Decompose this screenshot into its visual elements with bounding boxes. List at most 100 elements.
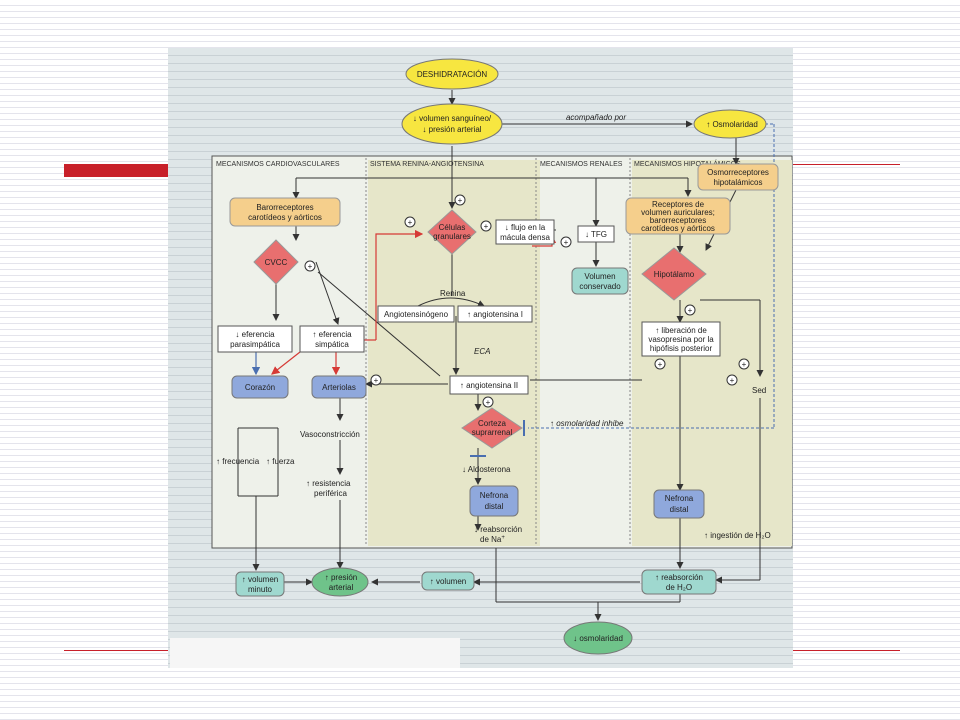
barorreceptores-line-2: carotídeos y aórticos: [248, 213, 322, 222]
cvcc-label: CVCC: [265, 258, 288, 267]
volumen-sanguineo-text-2: ↓ presión arterial: [422, 125, 481, 134]
angiotensina-2-box: [449, 375, 529, 395]
plus-sign: +: [742, 360, 747, 369]
resistencia-line-1: ↑ resistencia: [306, 479, 351, 488]
osmorreceptores-line-2: hipotalámicos: [714, 178, 763, 187]
cvcc-diamond: [253, 239, 299, 285]
photo-white-patch: [170, 638, 460, 668]
eferencia-para-line-1: ↓ eferencia: [235, 330, 275, 339]
presion-arterial-oval: [311, 567, 369, 597]
angiotensina-2-text: ↑ angiotensina II: [460, 381, 518, 390]
section-raa: SISTEMA RENINA-ANGIOTENSINA: [370, 161, 484, 168]
volumen-minuto-line-1: ↑ volumen: [242, 575, 278, 584]
fuerza-text: ↑ fuerza: [266, 457, 295, 466]
angiotensinogeno-box: [377, 305, 455, 323]
nefrona-1-line-2: distal: [485, 502, 504, 511]
diagram-photo: MECANISMOS CARDIOVASCULARES SISTEMA RENI…: [168, 48, 793, 668]
volumen-text: ↑ volumen: [430, 577, 466, 586]
reabsorcion-h2o-box: [641, 569, 717, 595]
presion-arterial-line-1: ↑ presión: [325, 573, 357, 582]
reabsorcion-na-line-2: de Na+: [480, 535, 505, 544]
receptores-line-2: volumen auriculares;: [641, 208, 715, 217]
liberacion-line-1: ↑ liberación de: [655, 326, 707, 335]
plus-sign: +: [484, 222, 489, 231]
section-renal: MECANISMOS RENALES: [540, 161, 623, 168]
eferencia-simp-line-1: ↑ eferencia: [312, 330, 352, 339]
plus-sign: +: [408, 218, 413, 227]
acompanado-label: acompañado por: [566, 113, 626, 122]
ingestion-text: ↑ ingestión de H₂O: [704, 531, 771, 540]
angiotensinogeno-label: Angiotensinógeno: [384, 310, 449, 319]
eferencia-para-line-2: parasimpática: [230, 340, 280, 349]
flujo-line-1: ↓ flujo en la: [505, 223, 546, 232]
osmolaridad-inhibe-text: ↑ osmolaridad inhibe: [550, 419, 624, 428]
accent-line-bottom-right: [792, 650, 900, 651]
plus-sign: +: [458, 196, 463, 205]
volumen-minuto-box: [235, 571, 285, 597]
reabsorcion-h2o-line-1: ↑ reabsorción: [655, 573, 703, 582]
receptores-line-3: barorreceptores: [650, 216, 706, 225]
eferencia-simp-line-2: simpática: [315, 340, 349, 349]
plus-sign: +: [486, 398, 491, 407]
flowchart: MECANISMOS CARDIOVASCULARES SISTEMA RENI…: [211, 58, 793, 655]
plus-sign: +: [730, 376, 735, 385]
angiotensina-1-text: ↑ angiotensina I: [467, 310, 523, 319]
volumen-sanguineo-node: [401, 103, 503, 145]
renina-label: Renina: [440, 289, 466, 298]
volumen-box: [421, 571, 475, 591]
plus-sign: +: [658, 360, 663, 369]
hipotalamo-label: Hipotálamo: [654, 270, 695, 279]
resistencia-line-2: periférica: [314, 489, 347, 498]
plus-sign: +: [688, 306, 693, 315]
arteriolas-box: [311, 375, 367, 399]
nefrona-2-line-1: Nefrona: [665, 494, 694, 503]
osmorreceptores-line-1: Osmorreceptores: [707, 168, 769, 177]
nefrona-distal-1-box: [469, 485, 519, 517]
receptores-line-4: carotídeos y aórticos: [641, 224, 715, 233]
deshidratacion-label: DESHIDRATACIÓN: [417, 70, 488, 79]
hipotalamo-diamond: [641, 247, 707, 301]
osmolaridad-up-node: [693, 109, 767, 139]
celulas-granulares-diamond: [427, 209, 477, 255]
plus-signs: + + + + + + + + + + +: [304, 194, 750, 408]
liberacion-vasopresina-box: [641, 321, 721, 357]
liberacion-line-2: vasopresina por la: [648, 335, 714, 344]
frecuencia-text: ↑ frecuencia: [216, 457, 260, 466]
corteza-line-1: Corteza: [478, 419, 507, 428]
flujo-line-2: mácula densa: [500, 233, 550, 242]
corteza-line-2: suprarrenal: [472, 428, 513, 437]
osmolaridad-down-text: ↓ osmolaridad: [573, 634, 623, 643]
corazon-label: Corazón: [245, 383, 275, 392]
accent-line-top-right: [792, 164, 900, 165]
sed-label: Sed: [752, 386, 766, 395]
eferencia-parasimpatica-box: [217, 325, 293, 353]
celulas-line-2: granulares: [433, 232, 471, 241]
volumen-minuto-line-2: minuto: [248, 585, 273, 594]
volumen-conservado-box: [571, 267, 629, 295]
receptores-line-1: Receptores de: [652, 200, 705, 209]
osmolaridad-down-oval: [563, 621, 633, 655]
deshidratacion-node: [405, 58, 499, 90]
presion-arterial-line-2: arterial: [329, 583, 354, 592]
reabsorcion-na-line-1: ↓ reabsorción: [474, 525, 522, 534]
section-hypo: MECANISMOS HIPOTALÁMICOS: [634, 159, 741, 168]
volumen-sanguineo-text-1: ↓ volumen sanguíneo/: [413, 114, 492, 123]
vasoconstriccion-label: Vasoconstricción: [300, 430, 360, 439]
flujo-macula-box: [495, 219, 555, 245]
accent-line-bottom-left: [64, 650, 168, 651]
celulas-line-1: Células: [439, 223, 466, 232]
osmolaridad-up-text: ↑ Osmolaridad: [706, 120, 758, 129]
aldosterona-text: ↓ Aldosterona: [462, 465, 511, 474]
corteza-suprarrenal-diamond: [461, 407, 523, 449]
nefrona-distal-2-box: [653, 489, 705, 519]
reabsorcion-h2o-line-2: de H₂O: [666, 583, 692, 592]
eferencia-simpatica-box: [299, 325, 365, 353]
section-cardio: MECANISMOS CARDIOVASCULARES: [216, 161, 340, 168]
plus-sign: +: [374, 376, 379, 385]
plus-sign: +: [564, 238, 569, 247]
plus-sign: +: [308, 262, 313, 271]
eca-label: ECA: [474, 347, 490, 356]
volumen-conservado-line-1: Volumen: [584, 272, 615, 281]
corazon-box: [231, 375, 289, 399]
title-accent-bar: [64, 164, 172, 177]
